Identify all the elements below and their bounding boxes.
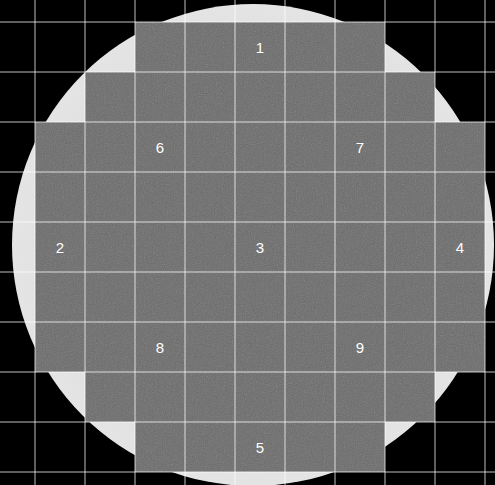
die-row [135,422,385,472]
die-row [135,22,385,72]
die-row [35,122,485,372]
die-cell: 1 [235,22,285,72]
grid-line [0,422,495,423]
grid-line [0,22,495,23]
die-number: 7 [356,140,364,155]
die-cell: 9 [335,322,385,372]
die-array [35,22,485,472]
grid-line [0,472,495,473]
die-cell: 7 [335,122,385,172]
die-number: 1 [256,40,264,55]
grid-line [485,0,486,485]
grid-line [0,222,495,223]
die-cell: 5 [235,422,285,472]
die-number: 2 [56,240,64,255]
die-number: 6 [156,140,164,155]
wafer-disc [12,4,494,485]
grid-line [285,0,286,485]
grid-line [335,0,336,485]
grid-line [135,0,136,485]
die-number: 9 [356,340,364,355]
die-number: 4 [456,240,464,255]
die-row [85,72,435,122]
grid-line [435,0,436,485]
grid-line [0,172,495,173]
grid-line [0,322,495,323]
die-cell: 6 [135,122,185,172]
grid-line [385,0,386,485]
grid-line [0,272,495,273]
die-number: 5 [256,440,264,455]
grid-line [185,0,186,485]
die-number: 8 [156,340,164,355]
die-row [85,372,435,422]
die-cell: 4 [435,222,485,272]
grid-line [235,0,236,485]
die-cell: 3 [235,222,285,272]
die-cell: 2 [35,222,85,272]
grid-line [0,122,495,123]
grid-line [35,0,36,485]
die-number: 3 [256,240,264,255]
grid-line [85,0,86,485]
grid-line [0,72,495,73]
grid-line [0,372,495,373]
die-cell: 8 [135,322,185,372]
